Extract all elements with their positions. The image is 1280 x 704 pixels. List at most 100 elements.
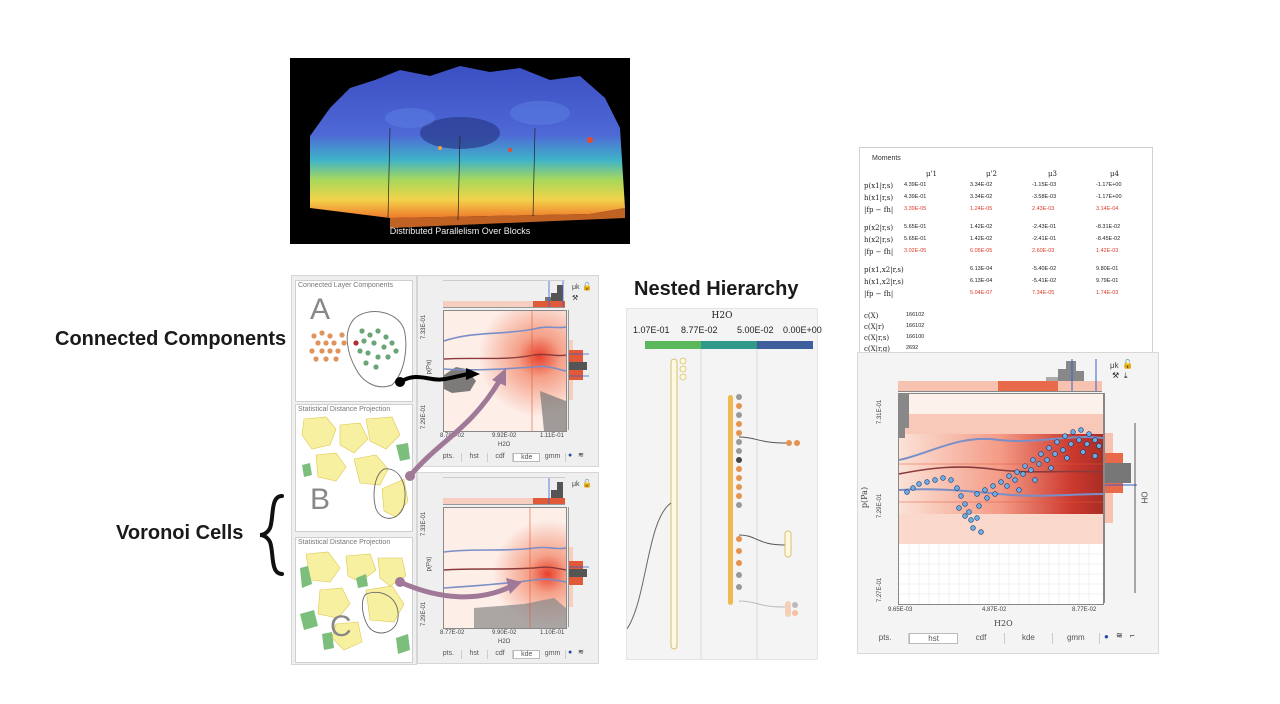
moments-cell: 5.65E-01 — [904, 236, 927, 242]
count-row: c(X|r,g) 2692 — [860, 345, 1152, 357]
count-row: c(X|r,s)166100 — [860, 334, 1152, 346]
thumbnail-b[interactable]: Statistical Distance Projection B — [295, 404, 413, 532]
moments-cell: -5.40E-02 — [1032, 266, 1057, 272]
small-bottom-plot-area[interactable] — [443, 507, 567, 629]
big-heatmap — [898, 394, 1104, 604]
big-plot-panel: μk 🔓 ⚒ ⤓ — [857, 352, 1159, 654]
thumbnail-b-title: Statistical Distance Projection — [298, 406, 391, 413]
count-label: c(X|r,s) — [864, 334, 890, 342]
moments-cell: 1.42E-03 — [1096, 248, 1119, 254]
moments-cell: 6.05E-05 — [970, 248, 993, 254]
big-tab-gmm[interactable]: gmm — [1053, 633, 1101, 644]
big-hist-mode-icon[interactable]: ≋ — [1116, 631, 1123, 640]
dot-mode-icon-2[interactable]: ● — [568, 649, 573, 656]
thumbnail-a-title: Connected Layer Components — [298, 282, 393, 289]
dot-mode-icon[interactable]: ● — [568, 452, 573, 459]
moments-header-1: μ'1 — [926, 170, 937, 178]
count-label: c(X|r) — [864, 323, 885, 331]
hist-mode-icon[interactable]: ≋ — [578, 452, 584, 459]
moments-cell: 1.24E-05 — [970, 206, 993, 212]
big-tab-hst[interactable]: hst — [909, 633, 958, 644]
tab-gmm[interactable]: gmm — [540, 453, 566, 462]
small-bottom-kde — [443, 508, 567, 628]
thumbnail-c[interactable]: Statistical Distance Projection C — [295, 537, 413, 663]
moments-row-label: |fp − fh| — [864, 248, 894, 256]
hierarchy-panel: H2O 1.07E-01 8.77E-02 5.00E-02 0.00E+00 — [626, 308, 822, 660]
voronoi-cells-c — [300, 551, 410, 654]
count-value: 2692 — [906, 345, 919, 351]
moments-cell: -8.45E-02 — [1096, 236, 1121, 242]
tab-gmm-2[interactable]: gmm — [540, 650, 566, 659]
big-tab-kde[interactable]: kde — [1005, 633, 1053, 644]
lock-icon-2[interactable]: 🔓 — [582, 479, 592, 488]
tab-kde-2[interactable]: kde — [513, 650, 541, 659]
thumbnail-c-letter: C — [330, 610, 352, 643]
moments-cell: 5.04E-07 — [970, 290, 993, 296]
moments-cell: -1.17E+00 — [1096, 194, 1122, 200]
count-label: c(X|r,g) — [864, 345, 891, 353]
small-top-ytick-top: 7.33E-01 — [421, 314, 428, 340]
small-bottom-xtick-1: 8.77E-02 — [440, 630, 465, 636]
count-label: c(X) — [864, 312, 879, 320]
count-value: 166102 — [906, 312, 925, 318]
moments-cell: 2.43E-03 — [1032, 206, 1055, 212]
big-ylabel-right: OH — [1139, 491, 1149, 504]
tab-hst[interactable]: hst — [462, 453, 488, 462]
tab-pts-2[interactable]: pts. — [436, 650, 462, 659]
moments-cell: 3.34E-02 — [970, 194, 993, 200]
moments-row-label: h(x2|r,s) — [864, 236, 894, 244]
big-wrench-icon[interactable]: ⚒ — [1112, 371, 1120, 380]
count-value: 166102 — [906, 323, 925, 329]
moments-cell: 1.42E-02 — [970, 236, 993, 242]
moments-header-4: μ4 — [1110, 170, 1120, 178]
big-xtick-2: 4.87E-02 — [982, 607, 1007, 613]
big-lock-icon[interactable]: 🔓 — [1122, 359, 1134, 369]
lock-icon[interactable]: 🔓 — [582, 282, 592, 291]
hierarchy-tick-3: 5.00E-02 — [737, 325, 774, 335]
thumbnail-a[interactable]: Connected Layer Components A — [295, 280, 413, 402]
moments-cell: 6.13E-04 — [970, 278, 993, 284]
big-ytick-3: 7.27E-01 — [877, 577, 884, 603]
big-ytick-2: 7.29E-01 — [877, 493, 884, 519]
moments-cell: 9.80E-01 — [1096, 266, 1119, 272]
voronoi-cells-b — [301, 416, 410, 519]
big-download-icon[interactable]: ⤓ — [1124, 371, 1128, 380]
tab-cdf-2[interactable]: cdf — [488, 650, 514, 659]
thumbnails-panel: Connected Layer Components A Statistica — [291, 275, 417, 665]
big-xtick-3: 8.77E-02 — [1072, 607, 1097, 613]
small-bottom-xtick-2: 9.90E-02 — [492, 630, 517, 636]
hist-mode-icon-2[interactable]: ≋ — [578, 649, 584, 656]
big-tab-pts[interactable]: pts. — [862, 633, 910, 644]
big-dot-mode-icon[interactable]: ● — [1104, 632, 1109, 641]
big-tab-cdf[interactable]: cdf — [958, 633, 1006, 644]
moments-cell: 5.65E-01 — [904, 224, 927, 230]
big-box-mode-icon[interactable]: ⌐ — [1130, 631, 1135, 640]
tab-kde[interactable]: kde — [513, 453, 541, 462]
small-top-right-histogram — [569, 340, 589, 400]
small-bottom-right-histogram — [569, 547, 589, 607]
small-plot-bottom: μk 🔓 p(Pa) 7.33E-01 7.29E-01 — [417, 472, 599, 664]
moments-cell: -2.43E-01 — [1032, 224, 1057, 230]
big-ylabel: p(Pa) — [860, 486, 870, 509]
tab-cdf[interactable]: cdf — [488, 453, 514, 462]
moments-cell: 3.39E-05 — [904, 206, 927, 212]
moments-header-3: μ3 — [1048, 170, 1058, 178]
moments-cell: 9.79E-01 — [1096, 278, 1119, 284]
top-marginal-histogram — [443, 280, 565, 308]
tab-hst-2[interactable]: hst — [462, 650, 488, 659]
bottom-marginal-histogram — [443, 477, 565, 505]
big-plot-area[interactable] — [898, 393, 1104, 605]
top-histogram-bars — [443, 281, 565, 307]
moments-header-2: μ'2 — [986, 170, 997, 178]
tab-pts[interactable]: pts. — [436, 453, 462, 462]
count-row: c(X) 166102 — [860, 312, 1152, 324]
hierarchy-tree — [627, 341, 813, 659]
moments-cell: -1.17E+00 — [1096, 182, 1122, 188]
thumbnail-c-title: Statistical Distance Projection — [298, 539, 391, 546]
moments-cell: -8.31E-02 — [1096, 224, 1121, 230]
wrench-icon[interactable]: ⚒ — [572, 295, 579, 302]
